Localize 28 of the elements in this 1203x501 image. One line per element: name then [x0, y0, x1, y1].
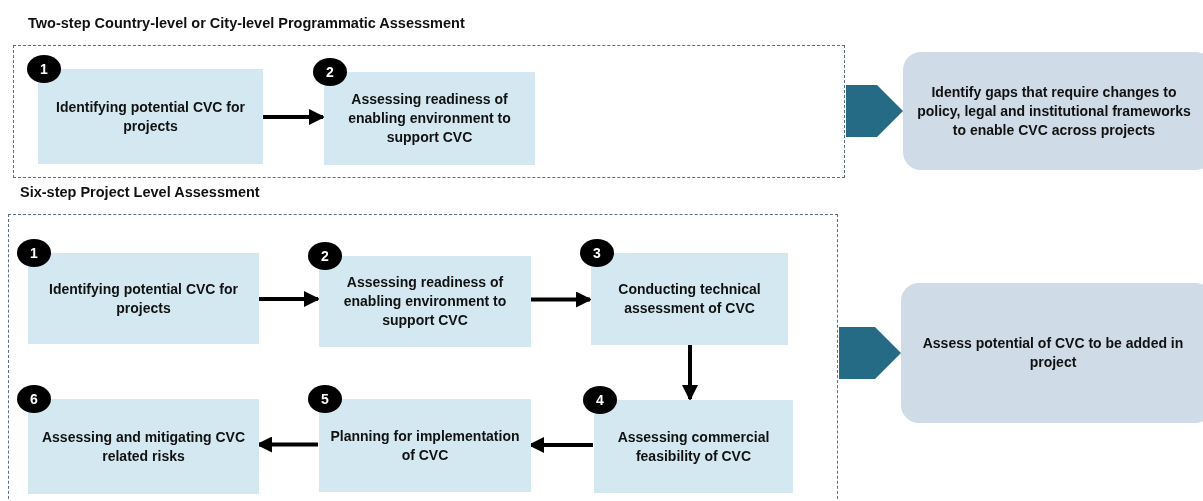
outcome-text: Identify gaps that require changes to policy, legal and institutional frameworks to enable CVC across projects — [916, 82, 1192, 140]
step-number-badge: 5 — [308, 385, 342, 413]
chevron-arrow — [839, 327, 901, 379]
section-title: Six-step Project Level Assessment — [20, 184, 260, 200]
step-text: Conducting technical assessment of CVC — [617, 280, 762, 318]
step-number-badge: 1 — [27, 55, 61, 83]
step-number-badge: 6 — [17, 385, 51, 413]
step-text: Assessing and mitigating CVC related risks — [40, 427, 246, 466]
chevron-arrow — [846, 85, 903, 137]
arrow — [682, 344, 698, 401]
outcome-text: Assess potential of CVC to be added in project — [921, 334, 1185, 372]
step-text: Planning for implementation of CVC — [329, 426, 521, 465]
step-number-badge: 3 — [580, 239, 614, 267]
step-text: Assessing readiness of enabling environment to support CVC — [342, 273, 508, 330]
step-number-badge: 1 — [17, 239, 51, 267]
section-title: Two-step Country-level or City-level Programmatic Assessment — [28, 15, 465, 31]
step-text: Identifying potential CVC for projects — [55, 97, 246, 136]
step-text: Identifying potential CVC for projects — [48, 279, 239, 318]
arrow — [262, 109, 325, 125]
arrow — [258, 291, 320, 307]
step-text: Assessing commercial feasibility of CVC — [616, 427, 771, 466]
step-number-badge: 2 — [308, 242, 342, 270]
step-number-badge: 2 — [313, 58, 347, 86]
outcome-box — [901, 283, 1203, 423]
outcome-box — [903, 52, 1203, 170]
step-text: Assessing readiness of enabling environment to support CVC — [347, 90, 512, 147]
arrow — [530, 291, 592, 308]
step-number-badge: 4 — [583, 386, 617, 414]
